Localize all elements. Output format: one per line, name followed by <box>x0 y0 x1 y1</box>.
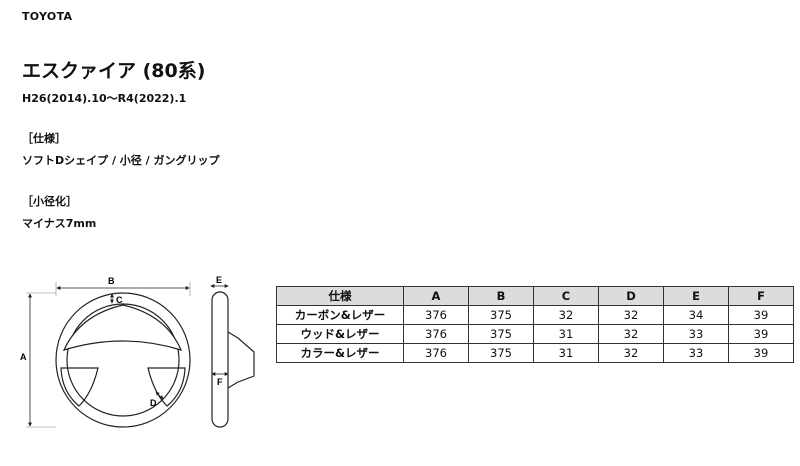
dimension-label-c: C <box>116 295 123 305</box>
wheel-outer-rim <box>55 292 191 428</box>
front-view <box>55 292 191 428</box>
dimension-label-a: A <box>20 352 27 362</box>
table-row: ウッド&レザー 376 375 31 32 33 39 <box>276 324 794 344</box>
header-a: A <box>403 286 469 306</box>
cell-c: 32 <box>533 305 599 325</box>
steering-wheel-diagram: A B C D E F <box>20 275 255 428</box>
left-spoke-cutout <box>60 367 99 407</box>
side-view <box>211 291 255 428</box>
upper-spoke-cutout <box>62 304 183 351</box>
cell-f: 39 <box>728 343 794 363</box>
header-spec: 仕様 <box>276 286 404 306</box>
header-b: B <box>468 286 534 306</box>
dimension-label-e: E <box>216 275 222 285</box>
brand-name: TOYOTA <box>22 10 73 23</box>
cell-a: 376 <box>403 324 469 344</box>
cell-d: 32 <box>598 305 664 325</box>
reduction-section-label: ［小径化］ <box>22 195 77 208</box>
header-e: E <box>663 286 729 306</box>
right-spoke-cutout <box>147 367 186 407</box>
model-title: エスクァイア (80系) <box>22 60 206 82</box>
dimension-label-d: D <box>150 398 157 408</box>
wheel-inner-rim <box>66 303 180 417</box>
dimension-label-b: B <box>108 276 115 286</box>
spec-table-header-row: 仕様 A B C D E F <box>276 286 794 306</box>
cell-f: 39 <box>728 305 794 325</box>
dimension-label-f: F <box>217 377 223 387</box>
row-label: カラー&レザー <box>276 343 404 363</box>
cell-a: 376 <box>403 343 469 363</box>
header-d: D <box>598 286 664 306</box>
cell-a: 376 <box>403 305 469 325</box>
side-rim <box>211 291 229 428</box>
spec-table: 仕様 A B C D E F カーボン&レザー 376 375 32 32 34… <box>276 286 794 363</box>
cell-b: 375 <box>468 343 534 363</box>
cell-d: 32 <box>598 324 664 344</box>
side-hub <box>227 331 255 389</box>
cell-e: 33 <box>663 343 729 363</box>
row-label: ウッド&レザー <box>276 324 404 344</box>
table-row: カラー&レザー 376 375 31 32 33 39 <box>276 343 794 363</box>
cell-b: 375 <box>468 305 534 325</box>
spec-section-label: ［仕様］ <box>22 132 66 145</box>
cell-f: 39 <box>728 324 794 344</box>
cell-c: 31 <box>533 324 599 344</box>
cell-b: 375 <box>468 324 534 344</box>
spec-section-value: ソフトDシェイプ / 小径 / ガングリップ <box>22 154 220 167</box>
header-f: F <box>728 286 794 306</box>
production-years: H26(2014).10〜R4(2022).1 <box>22 92 187 105</box>
reduction-section-value: マイナス7mm <box>22 217 97 230</box>
row-label: カーボン&レザー <box>276 305 404 325</box>
header-c: C <box>533 286 599 306</box>
table-row: カーボン&レザー 376 375 32 32 34 39 <box>276 305 794 325</box>
cell-e: 34 <box>663 305 729 325</box>
cell-e: 33 <box>663 324 729 344</box>
cell-d: 32 <box>598 343 664 363</box>
cell-c: 31 <box>533 343 599 363</box>
